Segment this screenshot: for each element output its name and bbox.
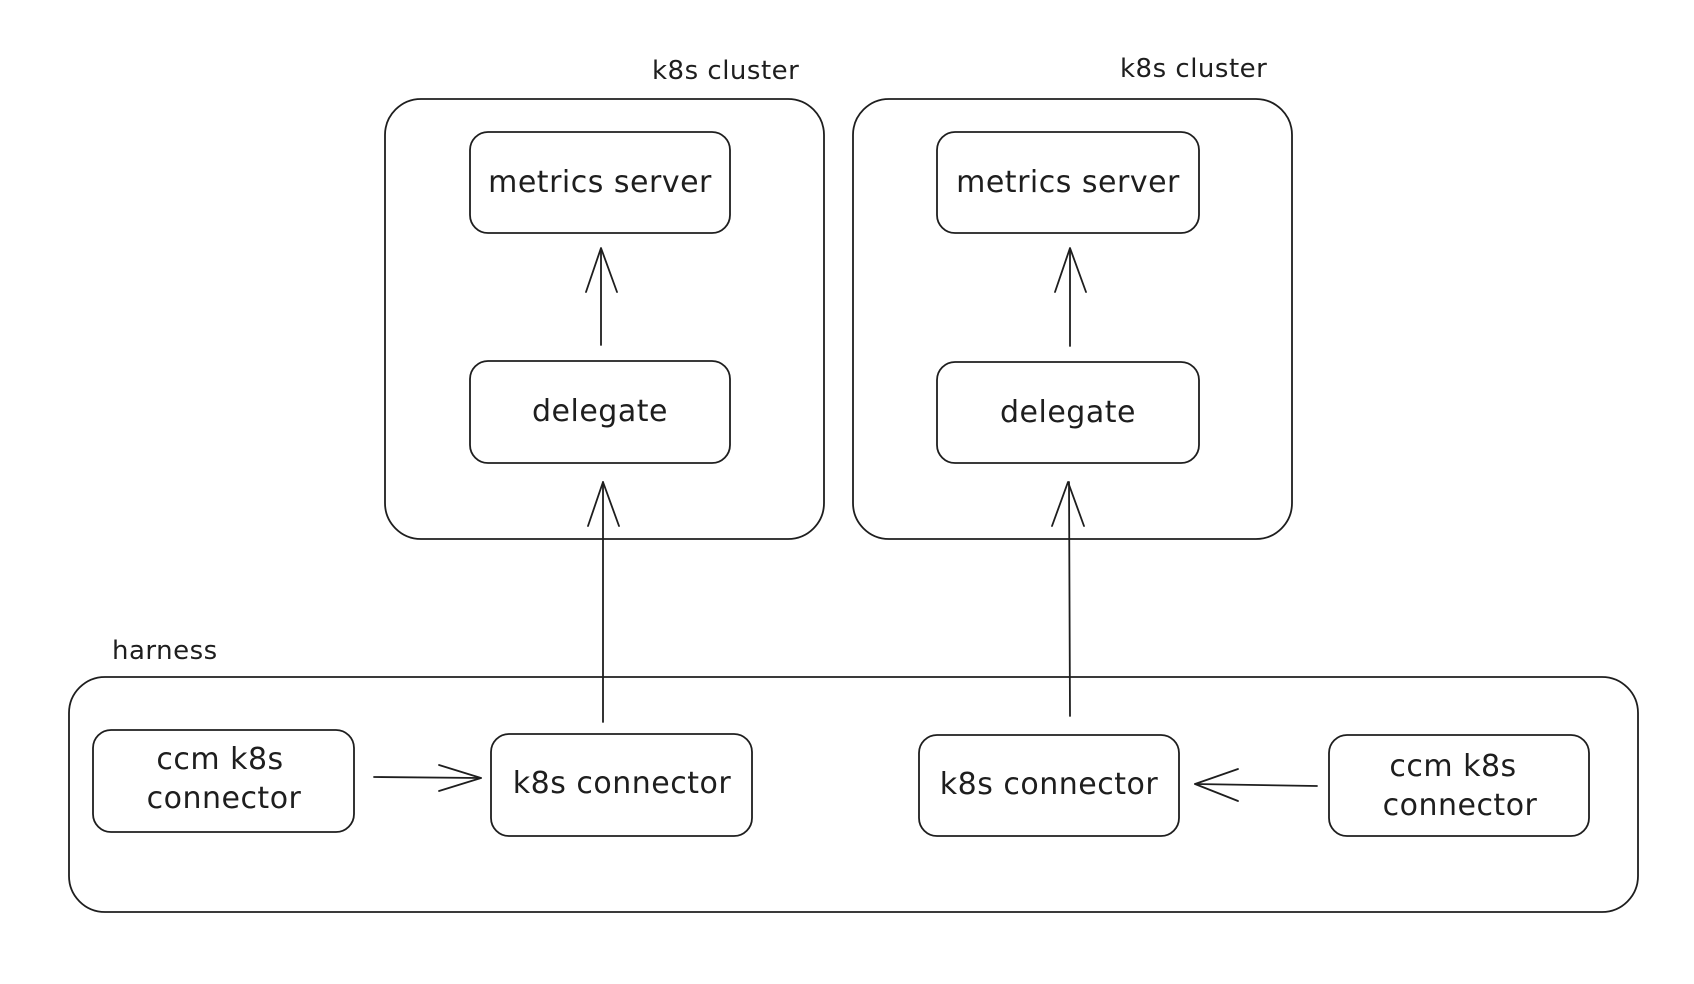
arrowhead-up-icon: [1051, 481, 1085, 527]
edge-delegate-right-to-metrics-right: [1054, 247, 1087, 347]
metrics-server-left-label: metrics server: [488, 165, 712, 200]
cluster-right: k8s cluster: [852, 54, 1293, 540]
delegate-left-label: delegate: [532, 394, 668, 429]
harness-frame: [68, 676, 1639, 913]
node-ccm-k8s-connector-right[interactable]: ccm k8s connector: [1328, 734, 1590, 837]
delegate-left-box: [469, 360, 731, 464]
harness-label: harness: [112, 636, 218, 666]
metrics-server-left-box: [469, 131, 731, 234]
k8s-connector-right-label: k8s connector: [940, 767, 1159, 802]
k8s-connector-right-box: [918, 734, 1180, 837]
node-metrics-server-left[interactable]: metrics server: [469, 131, 731, 234]
metrics-server-right-box: [936, 131, 1200, 234]
cluster-left-label: k8s cluster: [652, 56, 799, 86]
cluster-left: k8s cluster: [384, 56, 825, 540]
node-delegate-right[interactable]: delegate: [936, 361, 1200, 464]
arrowhead-left-icon: [1194, 768, 1239, 802]
delegate-right-label: delegate: [1000, 395, 1136, 430]
k8s-connector-left-label: k8s connector: [513, 766, 732, 801]
ccm-k8s-connector-left-box: [92, 729, 355, 833]
edge-connector-left-to-delegate-left: [587, 481, 620, 723]
arrowhead-up-icon: [585, 247, 618, 293]
ccm-k8s-connector-right-line1: ccm k8s: [1389, 749, 1516, 784]
delegate-right-box: [936, 361, 1200, 464]
cluster-right-frame: [852, 98, 1293, 540]
edge-delegate-left-to-metrics-left: [585, 247, 618, 346]
arrowhead-up-icon: [1054, 247, 1087, 293]
ccm-k8s-connector-right-box: [1328, 734, 1590, 837]
arrowhead-right-icon: [438, 764, 482, 792]
ccm-k8s-connector-right-line2: connector: [1383, 788, 1538, 823]
node-delegate-left[interactable]: delegate: [469, 360, 731, 464]
cluster-right-label: k8s cluster: [1120, 54, 1267, 84]
k8s-connector-left-box: [490, 733, 753, 837]
cluster-left-frame: [384, 98, 825, 540]
edge-connector-right-to-delegate-right: [1051, 481, 1085, 717]
edge-ccm-left-to-connector-left: [373, 764, 482, 792]
node-metrics-server-right[interactable]: metrics server: [936, 131, 1200, 234]
arrowhead-up-icon: [587, 481, 620, 527]
node-ccm-k8s-connector-left[interactable]: ccm k8s connector: [92, 729, 355, 833]
metrics-server-right-label: metrics server: [956, 165, 1180, 200]
node-k8s-connector-right[interactable]: k8s connector: [918, 734, 1180, 837]
node-k8s-connector-left[interactable]: k8s connector: [490, 733, 753, 837]
ccm-k8s-connector-left-line1: ccm k8s: [156, 742, 283, 777]
ccm-k8s-connector-left-line2: connector: [147, 781, 302, 816]
harness-group: harness: [68, 636, 1639, 913]
edge-ccm-right-to-connector-right: [1194, 768, 1318, 802]
